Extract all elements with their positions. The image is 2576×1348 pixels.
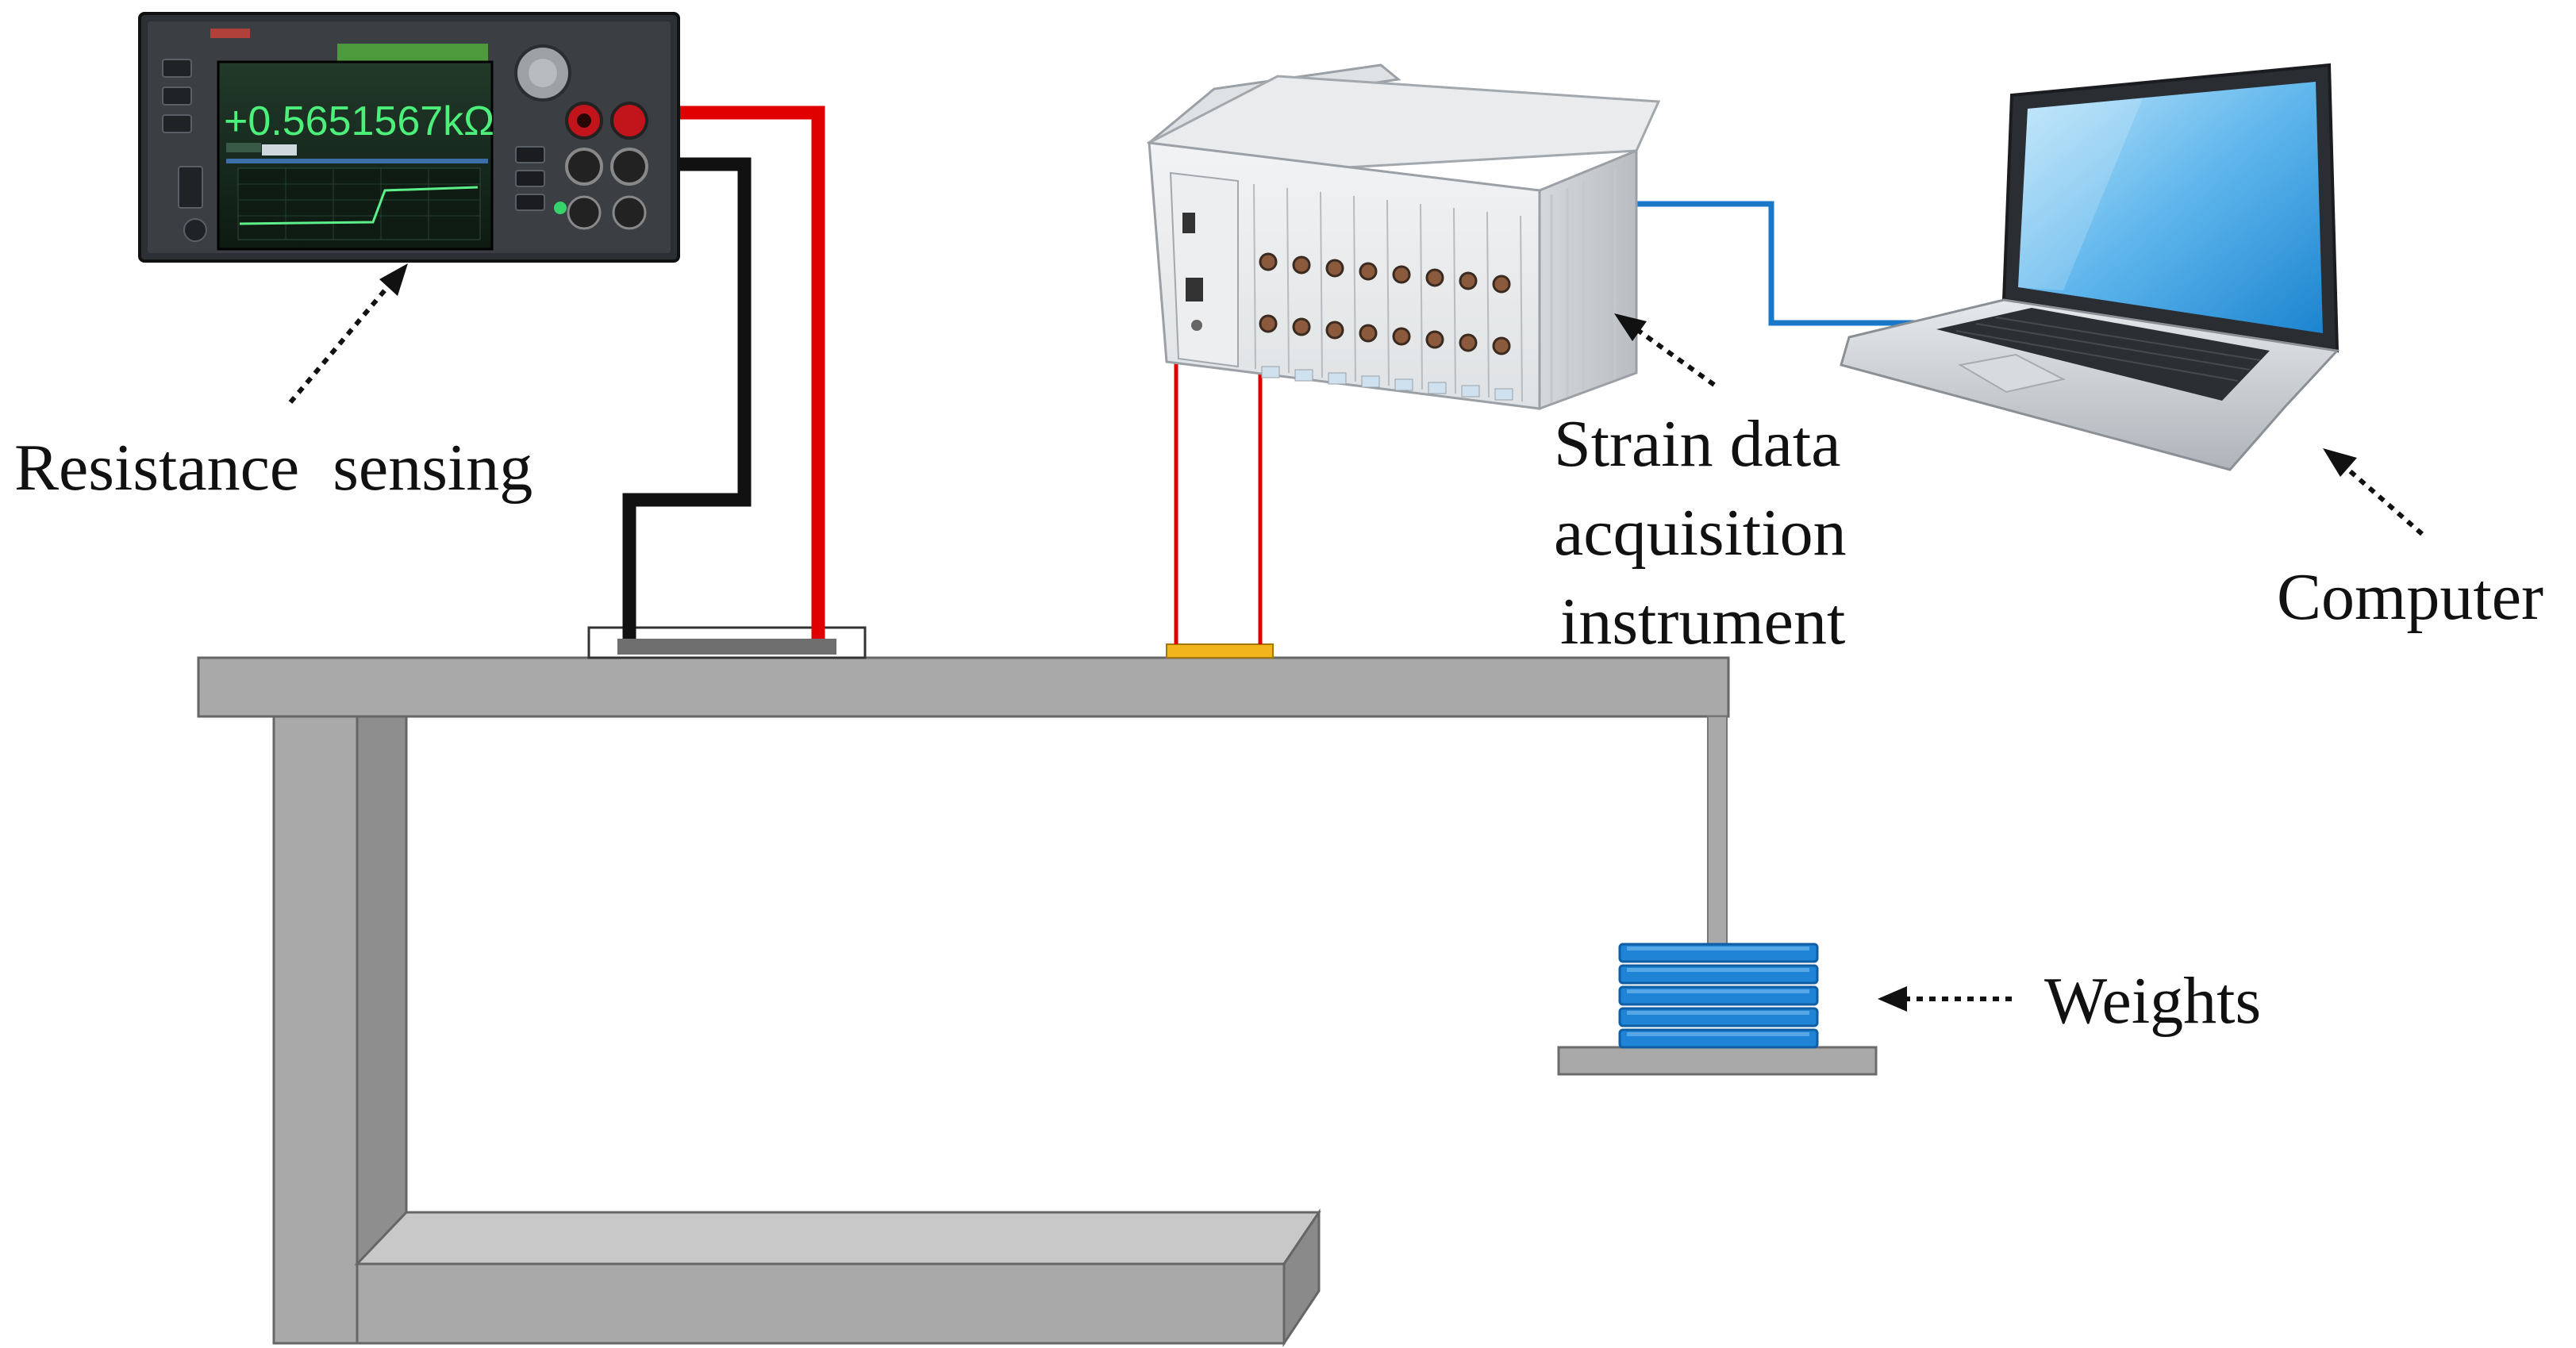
arrow-strain-daq [1632, 325, 1716, 387]
multimeter-reading: +0.5651567kΩ [224, 98, 494, 144]
laptop-trackpad [1958, 353, 2066, 394]
laptop-computer [1840, 63, 2340, 471]
cantilever-beam [197, 656, 1730, 718]
test-frame [197, 656, 1730, 1347]
multimeter-jack-red-2 [610, 102, 648, 140]
laptop-screen [2018, 82, 2323, 333]
strain-daq-instrument [1146, 63, 1661, 411]
multimeter-jack-black [565, 148, 603, 186]
frame-foot-top [354, 1211, 1321, 1265]
multimeter-device: +0.5651567kΩ [138, 12, 680, 263]
arrow-resistance [288, 280, 394, 404]
label-weights: Weights [2044, 964, 2261, 1038]
label-computer: Computer [2277, 560, 2543, 634]
label-strain-line2: acquisition [1554, 496, 1847, 570]
strain-gauge [1166, 643, 1274, 659]
frame-foot-end [1282, 1208, 1321, 1347]
usb-cable [1636, 201, 1917, 326]
hanging-rod [1707, 716, 1728, 945]
weight-stack [1557, 943, 1878, 1076]
arrow-computer [2340, 461, 2424, 536]
label-strain-line3: instrument [1560, 585, 1845, 659]
multimeter-jack-black-2 [610, 148, 648, 186]
frame-column [272, 715, 359, 1345]
frame-foot-front [356, 1262, 1286, 1345]
label-resistance-sensing: Resistance sensing [14, 431, 533, 505]
label-strain-line1: Strain data [1554, 407, 1841, 481]
callout-arrows [288, 263, 2424, 1012]
